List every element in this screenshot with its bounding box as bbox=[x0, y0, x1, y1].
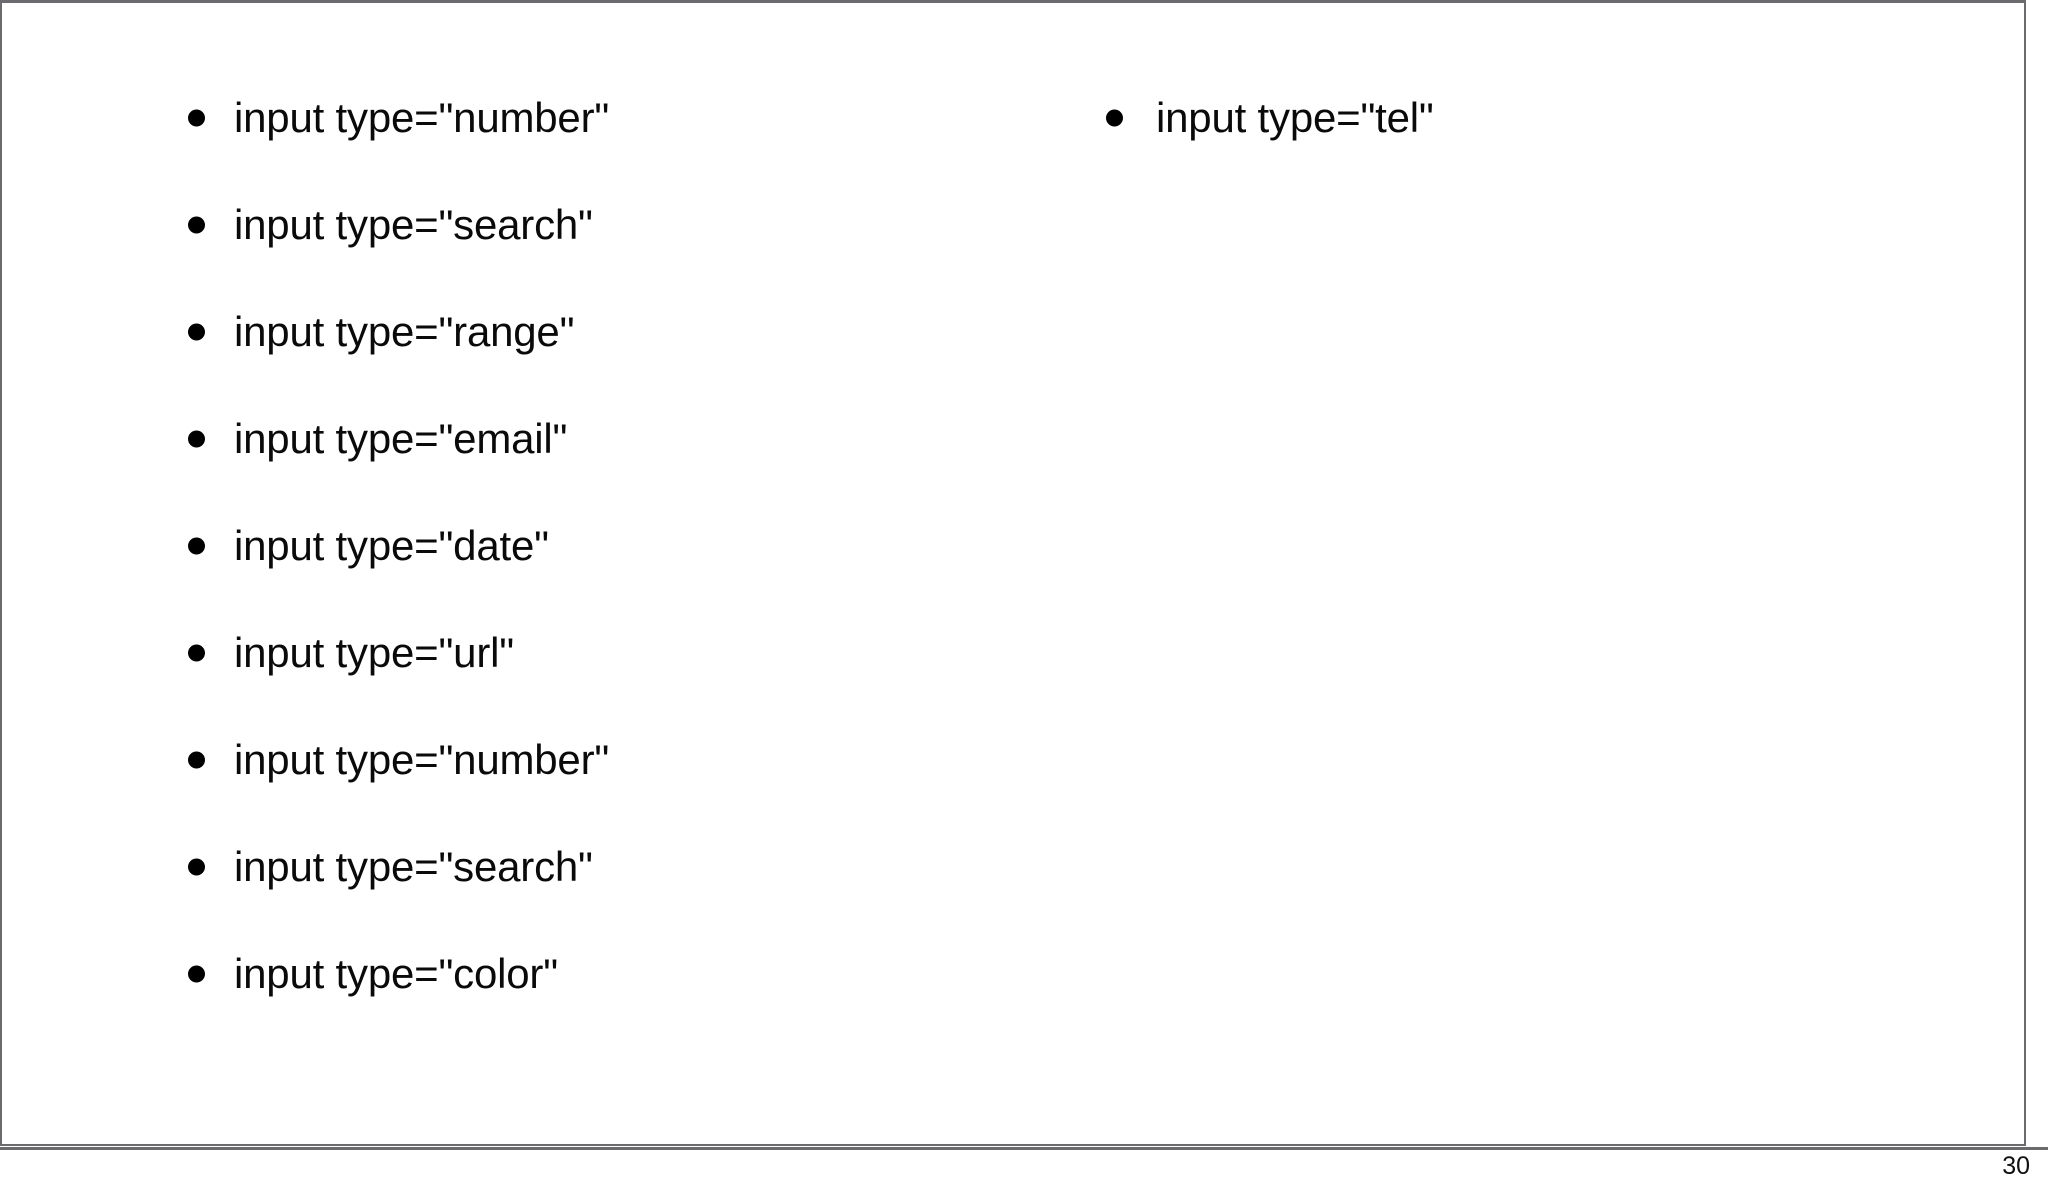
bullet-dot-icon bbox=[188, 109, 205, 126]
list-item[interactable]: input type="tel" bbox=[1094, 64, 1874, 171]
bullet-label: input type="range" bbox=[234, 307, 575, 355]
right-column: input type="tel" bbox=[1094, 3, 1874, 171]
slide-frame: input type="number" input type="search" … bbox=[0, 0, 2026, 1146]
bullet-label: input type="date" bbox=[234, 521, 549, 569]
bullet-dot-icon bbox=[1106, 109, 1123, 126]
list-item[interactable]: input type="search" bbox=[178, 171, 958, 278]
bullet-label: input type="url" bbox=[234, 628, 514, 676]
bullet-dot-icon bbox=[188, 323, 205, 340]
left-column-bullet-list: input type="number" input type="search" … bbox=[178, 64, 958, 1027]
list-item[interactable]: input type="url" bbox=[178, 599, 958, 706]
bullet-label: input type="search" bbox=[234, 200, 593, 248]
bullet-label: input type="search" bbox=[234, 842, 593, 890]
bullet-dot-icon bbox=[188, 537, 205, 554]
bullet-dot-icon bbox=[188, 644, 205, 661]
slide-content-area: input type="number" input type="search" … bbox=[2, 3, 2024, 1144]
bullet-dot-icon bbox=[188, 751, 205, 768]
bullet-label: input type="number" bbox=[234, 735, 610, 783]
left-column: input type="number" input type="search" … bbox=[178, 3, 958, 1027]
bullet-dot-icon bbox=[188, 216, 205, 233]
bullet-label: input type="tel" bbox=[1156, 93, 1434, 141]
list-item[interactable]: input type="number" bbox=[178, 706, 958, 813]
right-column-bullet-list: input type="tel" bbox=[1094, 64, 1874, 171]
bullet-label: input type="number" bbox=[234, 93, 610, 141]
bullet-dot-icon bbox=[188, 430, 205, 447]
list-item[interactable]: input type="color" bbox=[178, 920, 958, 1027]
list-item[interactable]: input type="search" bbox=[178, 813, 958, 920]
bullet-dot-icon bbox=[188, 965, 205, 982]
list-item[interactable]: input type="number" bbox=[178, 64, 958, 171]
page-number: 30 bbox=[2002, 1152, 2030, 1180]
bullet-label: input type="color" bbox=[234, 949, 558, 997]
list-item[interactable]: input type="email" bbox=[178, 385, 958, 492]
list-item[interactable]: input type="range" bbox=[178, 278, 958, 385]
footer-divider bbox=[0, 1147, 2048, 1150]
bullet-label: input type="email" bbox=[234, 414, 568, 462]
bullet-dot-icon bbox=[188, 858, 205, 875]
list-item[interactable]: input type="date" bbox=[178, 492, 958, 599]
